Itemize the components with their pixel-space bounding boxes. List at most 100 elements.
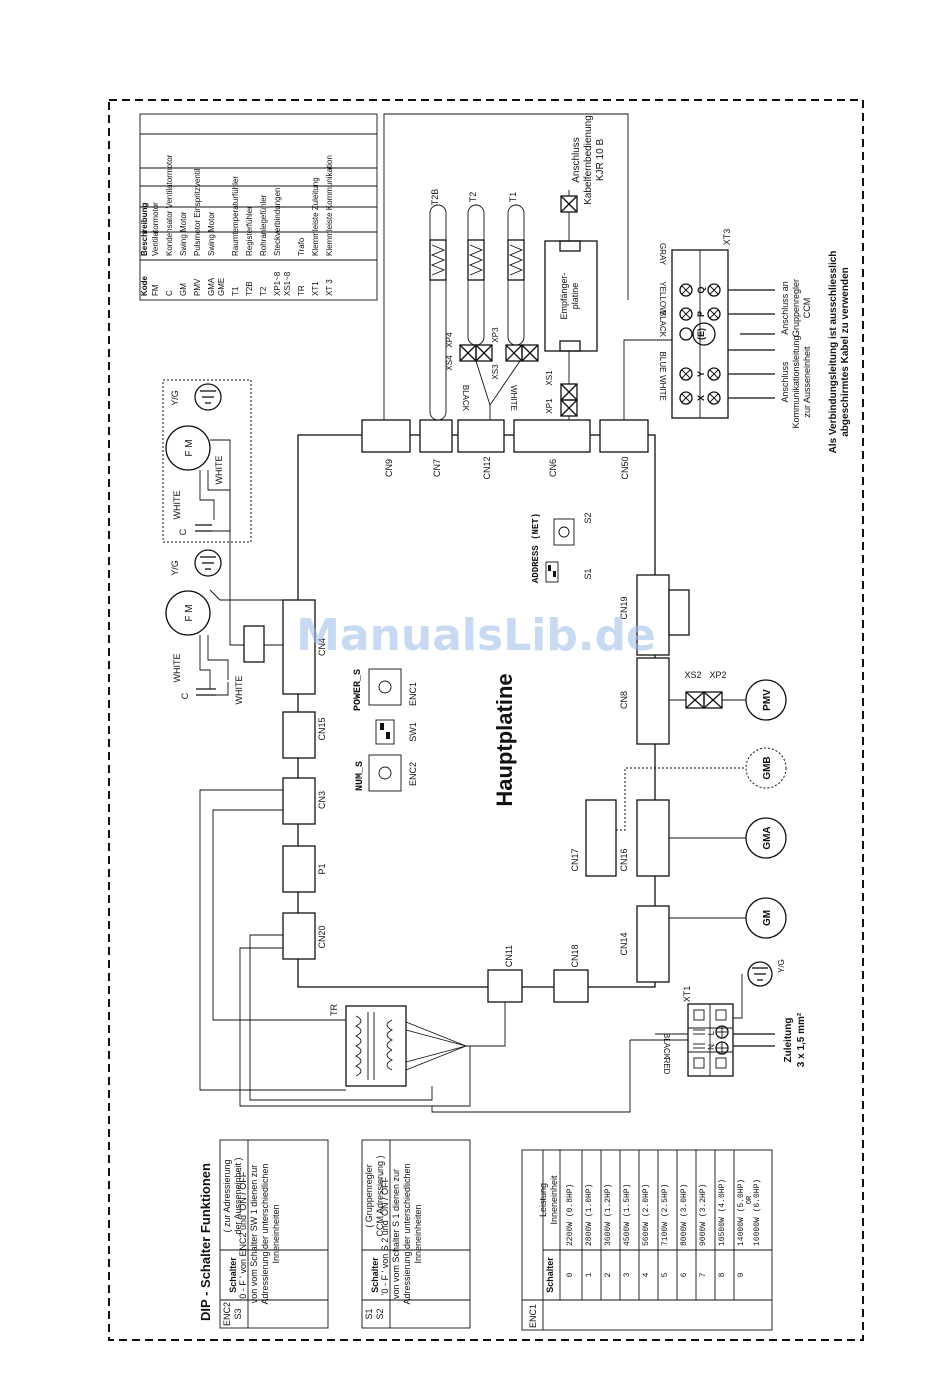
gma-motor: GMA bbox=[669, 817, 787, 859]
dip-t3-head-0: ENC1 bbox=[528, 1304, 538, 1328]
xt3-term-E: (E) bbox=[696, 328, 706, 340]
legend-code: TR bbox=[297, 285, 306, 296]
enc1-label: ENC1 bbox=[408, 682, 418, 706]
xs2-label: XS2 bbox=[684, 670, 701, 680]
dip-t3-switch: 9 bbox=[737, 1272, 746, 1277]
legend-desc: Swing Motor bbox=[179, 211, 188, 256]
gma-label: GMA bbox=[762, 826, 773, 849]
terminal-screw-icon bbox=[679, 283, 693, 297]
dip-t3-switch: 3 bbox=[623, 1272, 632, 1277]
dip-t3-capacity: 9000W (3.2HP) bbox=[699, 1184, 708, 1246]
connector-cn7: CN7 bbox=[432, 459, 442, 477]
dip-t3-switch: 6 bbox=[680, 1272, 689, 1277]
connector-cn8: CN8 bbox=[619, 691, 629, 709]
sw1-label: SW1 bbox=[408, 722, 418, 742]
dip-t3-switch: 1 bbox=[585, 1272, 594, 1277]
dip-t3-switch: 5 bbox=[661, 1272, 670, 1277]
connector-cn18: CN18 bbox=[570, 944, 580, 967]
legend-desc: Rohranlegefühler bbox=[259, 194, 268, 256]
dip-t3-switch: 0 bbox=[566, 1272, 575, 1277]
xt3-wire-gray: GRAY bbox=[658, 243, 667, 266]
legend-header-code: Kode bbox=[140, 275, 149, 296]
receiver-board: Empfänger-platine XP1 XS1 AnschlussKabel… bbox=[544, 115, 606, 420]
power-num-switches: POWER_S ENC1 SW1 NUM_S ENC2 bbox=[353, 668, 418, 792]
yg-lower-label: Y/G bbox=[170, 560, 180, 576]
connector-cn4: CN4 bbox=[317, 638, 327, 656]
legend-desc: Raumtemperaturfühler bbox=[231, 176, 240, 256]
dip-t2-note: '0 - F ' von S 2 und 'ON / OFF 'von vom … bbox=[380, 1163, 423, 1304]
connector-cn20: CN20 bbox=[317, 925, 327, 948]
legend-code: XP1~8 bbox=[273, 271, 282, 296]
dip-t3-switch: 8 bbox=[718, 1272, 727, 1277]
left-wires bbox=[199, 789, 506, 1107]
yg-upper-label: Y/G bbox=[170, 390, 180, 406]
receiver-label: Empfänger-platine bbox=[559, 272, 580, 319]
dip-t1-note: '0 - F ' von ENC2 und 'ON / OFF 'von vom… bbox=[238, 1163, 281, 1304]
white-upper-1: WHITE bbox=[172, 491, 182, 520]
legend-code: PMV bbox=[193, 278, 202, 296]
board-title: Hauptplatine bbox=[492, 673, 517, 806]
dip-t3-capacity: 2800W (1.0HP) bbox=[585, 1184, 594, 1246]
xt3-wire-blue: BLUE bbox=[658, 352, 667, 373]
legend-desc: Ventilatormotor bbox=[151, 202, 160, 256]
connector-p1: P1 bbox=[317, 863, 327, 874]
legend-desc: Swing Motor bbox=[207, 211, 216, 256]
terminal-screw-icon bbox=[707, 307, 721, 321]
dip-t3-capacity: 4500W (1.5HP) bbox=[623, 1184, 632, 1246]
dip-t2-col-1: Schalter bbox=[370, 1257, 380, 1293]
dip-t3-head-2: LeistungInneneinheit bbox=[538, 1175, 559, 1225]
dip-t3-capacity: 3600W (1.2HP) bbox=[604, 1184, 613, 1246]
connector-cn9: CN9 bbox=[384, 459, 394, 477]
legend-code: XT1 bbox=[311, 281, 320, 296]
cn50-wire bbox=[623, 339, 672, 420]
xp3-label: XP3 bbox=[491, 327, 500, 343]
dip-t3-capacity: 16000W (6.0HP) bbox=[753, 1179, 762, 1246]
legend-desc: Kondensator Ventilatormotor bbox=[165, 154, 174, 256]
legend-code: GME bbox=[217, 278, 226, 296]
terminal-screw-icon bbox=[707, 391, 721, 405]
connector-cn3: CN3 bbox=[317, 791, 327, 809]
xt3-note-right: Anschluss anGruppenreglerCCM bbox=[780, 279, 812, 337]
legend-code: XS1~8 bbox=[283, 271, 292, 296]
xt3-term-X: X bbox=[696, 395, 706, 401]
terminal-screw-icon bbox=[679, 391, 693, 405]
connector-cn17: CN17 bbox=[570, 848, 580, 871]
c-upper-label: C bbox=[178, 528, 188, 535]
xt1-term-l: L bbox=[707, 1030, 716, 1035]
connector-cn11: CN11 bbox=[504, 945, 514, 967]
pmv-motor: XS2 XP2 PMV bbox=[669, 670, 787, 721]
red-xt1-label: RED bbox=[662, 1058, 671, 1075]
xp2-label: XP2 bbox=[709, 670, 726, 680]
terminal-screw-icon bbox=[679, 367, 693, 381]
fm-upper-label: F M bbox=[184, 439, 195, 456]
terminal-screw-icon bbox=[679, 307, 693, 321]
black-label-t2: BLACK bbox=[461, 385, 470, 412]
dip-t1-col-1: Schalter bbox=[228, 1257, 238, 1293]
dip-t1-col-2: ( zur Adressierungder Ausseneinheit ) bbox=[222, 1157, 243, 1234]
legend-desc: Registerfühler bbox=[245, 206, 254, 256]
xs3-label: XS3 bbox=[491, 364, 500, 380]
left-connectors: CN4 CN15 CN3 P1 CN20 bbox=[282, 599, 327, 960]
dip-t3-capacity: 10500W (4.0HP) bbox=[718, 1179, 727, 1246]
t2b-label: T2B bbox=[430, 189, 440, 206]
dip-title: DIP - Schalter Funktionen bbox=[198, 1163, 213, 1321]
dip-t3-or: OR bbox=[746, 1195, 754, 1204]
pmv-label: PMV bbox=[762, 689, 773, 711]
gmb-motor: GMB bbox=[616, 747, 787, 831]
dashed-frame bbox=[108, 99, 864, 1341]
connector-cn14: CN14 bbox=[619, 932, 629, 955]
xs1-label: XS1 bbox=[545, 370, 554, 386]
dip-functions: DIP - Schalter Funktionen ENC2S3 Schalte… bbox=[198, 1139, 773, 1331]
xp4-label: XP4 bbox=[445, 332, 454, 348]
white-lower-1: WHITE bbox=[172, 654, 182, 683]
cn9-top-wire bbox=[383, 113, 629, 420]
legend-code: T1 bbox=[231, 286, 240, 296]
xs4-label: XS4 bbox=[445, 355, 454, 371]
terminal-screw-icon bbox=[679, 327, 693, 341]
white-lower-2: WHITE bbox=[234, 676, 244, 705]
dip-t2-col-0: S1S2 bbox=[364, 1308, 385, 1319]
legend-code: XT 3 bbox=[325, 279, 334, 296]
